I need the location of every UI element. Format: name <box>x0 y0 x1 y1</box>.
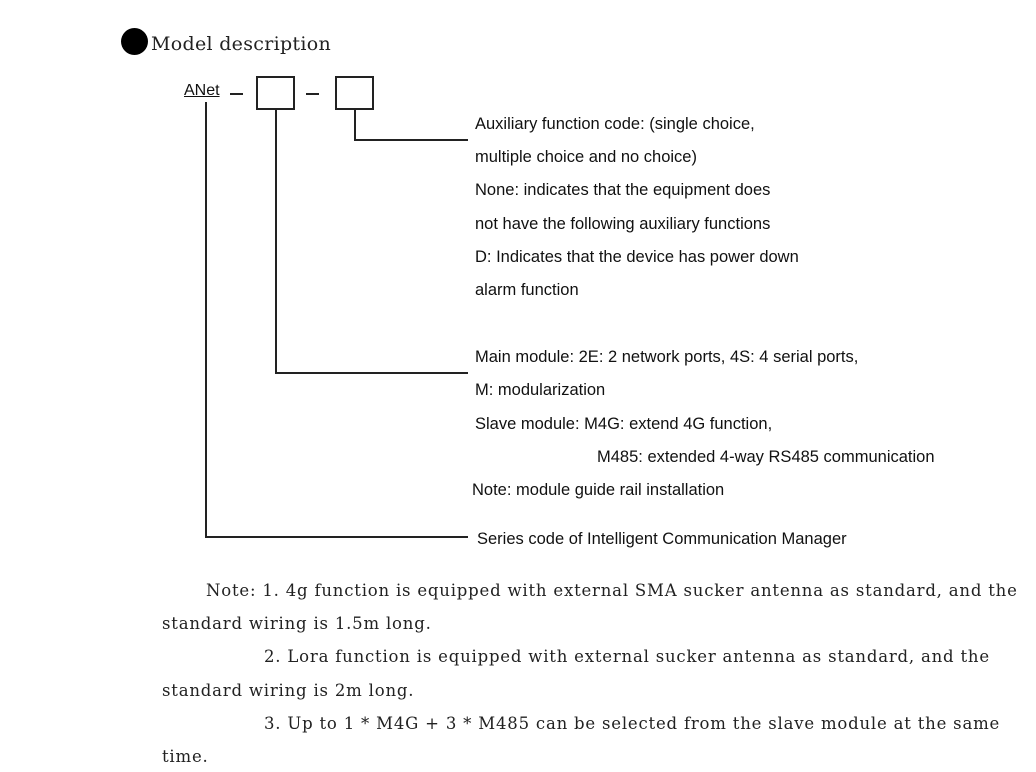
description-line: M: modularization <box>475 381 606 399</box>
description-line: Note: module guide rail installation <box>472 481 725 499</box>
description-line: D: Indicates that the device has power d… <box>475 248 799 266</box>
module-connector-horizontal <box>275 372 468 374</box>
description-line: Slave module: M4G: extend 4G function, <box>475 415 773 433</box>
series-description: Series code of Intelligent Communication… <box>477 530 847 548</box>
note-line: time. <box>162 747 209 766</box>
auxiliary-connector-vertical <box>354 110 356 141</box>
description-line: Main module: 2E: 2 network ports, 4S: 4 … <box>475 348 859 366</box>
note-line: 2. Lora function is equipped with extern… <box>264 647 990 666</box>
main-module-code-box <box>256 76 295 110</box>
note-line: standard wiring is 1.5m long. <box>162 614 432 633</box>
description-line: multiple choice and no choice) <box>475 148 697 166</box>
series-connector-vertical <box>205 102 207 538</box>
note-line: 3. Up to 1 * M4G + 3 * M485 can be selec… <box>264 714 1001 733</box>
description-line: M485: extended 4-way RS485 communication <box>597 448 935 466</box>
module-connector-vertical <box>275 110 277 374</box>
description-line: not have the following auxiliary functio… <box>475 215 771 233</box>
description-line: alarm function <box>475 281 579 299</box>
note-line: Note: 1. 4g function is equipped with ex… <box>206 581 1018 600</box>
auxiliary-connector-horizontal <box>354 139 468 141</box>
section-heading: Model description <box>151 33 332 55</box>
bullet-icon <box>121 28 148 55</box>
series-connector-horizontal <box>205 536 468 538</box>
model-prefix: ANet <box>184 82 220 99</box>
description-line: Auxiliary function code: (single choice, <box>475 115 755 133</box>
note-line: standard wiring is 2m long. <box>162 681 415 700</box>
description-line: None: indicates that the equipment does <box>475 181 771 199</box>
separator-dash <box>230 93 243 95</box>
auxiliary-code-box <box>335 76 374 110</box>
separator-dash <box>306 93 319 95</box>
